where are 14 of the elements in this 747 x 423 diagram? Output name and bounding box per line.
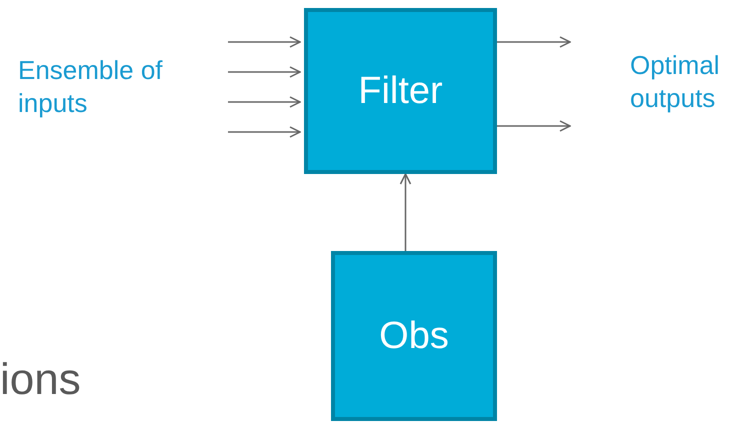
output-caption: Optimal outputs bbox=[630, 49, 721, 114]
arrow bbox=[497, 120, 571, 132]
slide-text: ions bbox=[0, 354, 82, 406]
box-label: Filter bbox=[358, 70, 443, 112]
input-caption: Ensemble of inputs bbox=[18, 54, 164, 119]
arrow bbox=[400, 173, 412, 251]
box-label: Obs bbox=[379, 314, 449, 358]
arrow bbox=[228, 96, 301, 108]
arrow bbox=[228, 66, 301, 78]
arrow bbox=[228, 36, 301, 48]
process-box bbox=[331, 251, 497, 421]
arrow bbox=[228, 126, 301, 138]
arrow bbox=[497, 36, 571, 48]
process-box bbox=[304, 8, 497, 174]
